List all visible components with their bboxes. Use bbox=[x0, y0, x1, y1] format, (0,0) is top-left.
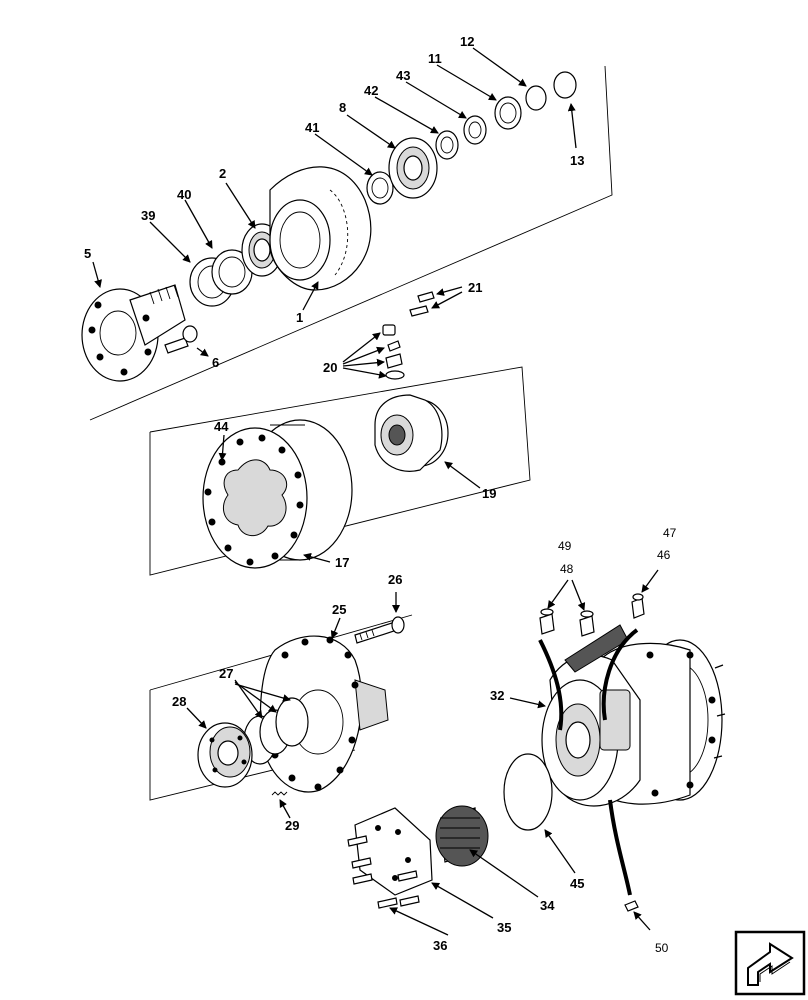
label-36: 36 bbox=[433, 938, 447, 953]
label-42: 42 bbox=[364, 83, 378, 98]
snap-ring-13 bbox=[553, 71, 577, 99]
label-21: 21 bbox=[468, 280, 482, 295]
o-ring-45 bbox=[503, 753, 553, 831]
label-20: 20 bbox=[323, 360, 337, 375]
spacer-41 bbox=[366, 171, 394, 205]
label-35: 35 bbox=[497, 920, 511, 935]
label-48: 48 bbox=[560, 562, 574, 576]
label-44: 44 bbox=[214, 419, 229, 434]
clip-50 bbox=[624, 900, 639, 912]
label-1: 1 bbox=[296, 310, 303, 325]
label-6: 6 bbox=[212, 355, 219, 370]
label-47: 47 bbox=[663, 526, 677, 540]
label-39: 39 bbox=[141, 208, 155, 223]
hoses-lines bbox=[538, 628, 639, 896]
fitting-46 bbox=[631, 593, 645, 619]
parts-20 bbox=[382, 324, 405, 380]
label-2: 2 bbox=[219, 166, 226, 181]
label-29: 29 bbox=[285, 818, 299, 833]
label-25: 25 bbox=[332, 602, 346, 617]
label-45: 45 bbox=[570, 876, 584, 891]
next-page-arrow-icon[interactable] bbox=[734, 930, 806, 996]
upper-group-frame bbox=[89, 65, 613, 421]
label-46: 46 bbox=[657, 548, 671, 562]
label-11: 11 bbox=[428, 51, 442, 66]
label-34: 34 bbox=[540, 898, 555, 913]
bolts-36 bbox=[347, 835, 420, 909]
bolt-26 bbox=[354, 616, 405, 644]
spring-29 bbox=[271, 791, 288, 796]
label-49: 49 bbox=[558, 539, 572, 553]
label-12: 12 bbox=[460, 34, 474, 49]
label-19: 19 bbox=[482, 486, 496, 501]
label-5: 5 bbox=[84, 246, 91, 261]
hub-housing bbox=[269, 166, 372, 291]
label-26: 26 bbox=[388, 572, 402, 587]
washer-12 bbox=[525, 85, 547, 111]
label-41: 41 bbox=[305, 120, 319, 135]
nut-11 bbox=[494, 96, 522, 130]
ring-43 bbox=[463, 115, 487, 145]
ring-gear-44 bbox=[202, 419, 353, 569]
label-17: 17 bbox=[335, 555, 349, 570]
seals-27 bbox=[243, 697, 309, 765]
label-13: 13 bbox=[570, 153, 584, 168]
pin-21 bbox=[409, 291, 435, 317]
label-43: 43 bbox=[396, 68, 410, 83]
drive-flange-shaft bbox=[81, 284, 186, 382]
ring-42 bbox=[435, 130, 459, 160]
label-8: 8 bbox=[339, 100, 346, 115]
flange-bolt bbox=[164, 325, 198, 354]
middle-group-frame bbox=[149, 366, 531, 576]
motor-19 bbox=[374, 394, 449, 472]
bearing-8 bbox=[388, 137, 438, 199]
label-32: 32 bbox=[490, 688, 504, 703]
fittings-48 bbox=[539, 608, 595, 637]
leader-lines bbox=[92, 47, 659, 936]
label-27: 27 bbox=[219, 666, 233, 681]
callout-labels: 5 6 39 40 2 1 41 8 42 43 11 12 13 21 20 … bbox=[84, 34, 677, 955]
label-28: 28 bbox=[172, 694, 186, 709]
cover-plate-35 bbox=[354, 807, 433, 896]
label-40: 40 bbox=[177, 187, 191, 202]
label-50: 50 bbox=[655, 941, 669, 955]
seal-40 bbox=[211, 249, 253, 295]
gear-housing-32 bbox=[541, 624, 726, 807]
piston-28 bbox=[197, 722, 253, 788]
